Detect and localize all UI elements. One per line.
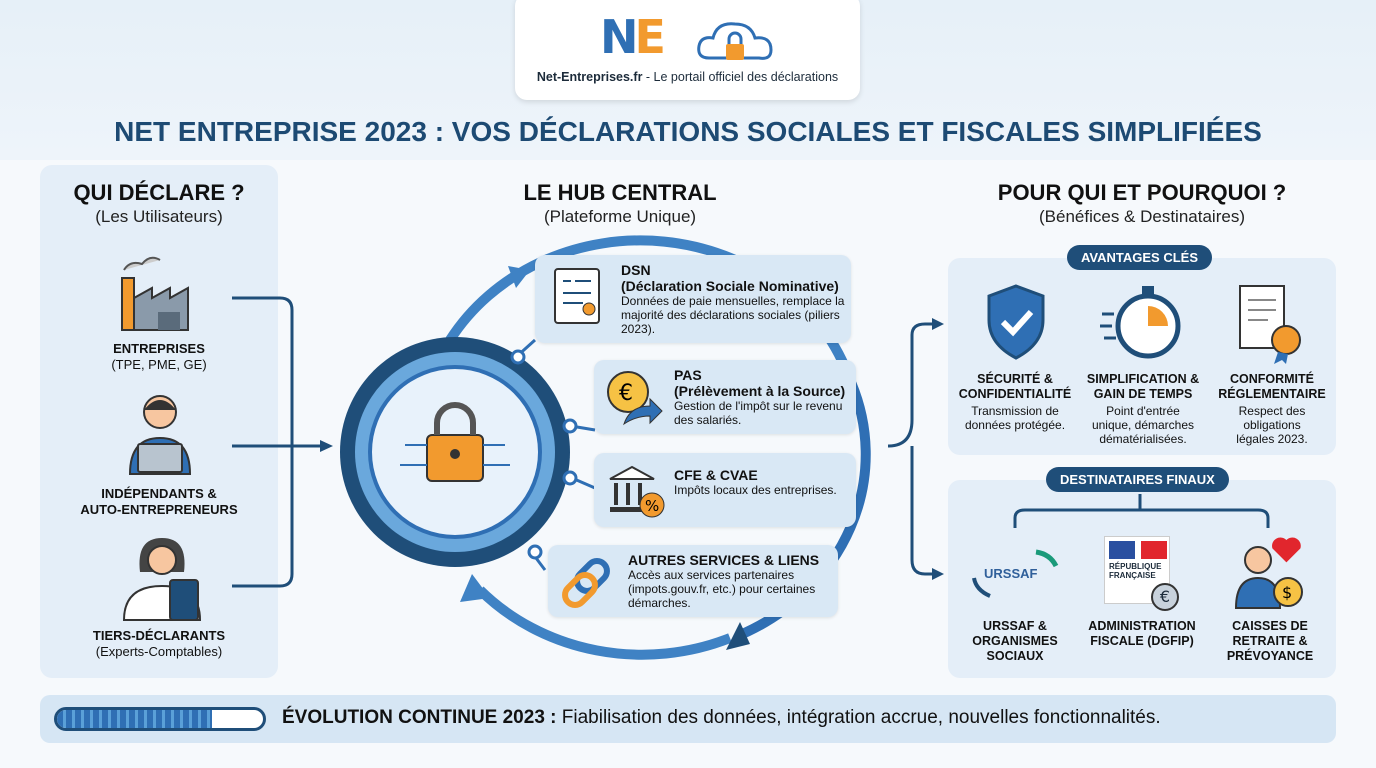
freelancer-laptop-icon xyxy=(128,395,192,475)
factory-icon xyxy=(121,256,189,331)
service-desc: Données de paie mensuelles, remplace la … xyxy=(621,294,845,336)
certificate-badge-icon xyxy=(1239,285,1301,364)
service-title: CFE & CVAE xyxy=(674,467,758,483)
stopwatch-icon xyxy=(1100,286,1181,359)
advantage-title: CONFORMITÉ RÉGLEMENTAIRE xyxy=(1218,372,1326,401)
advantage-conformite: CONFORMITÉ RÉGLEMENTAIRE Respect des obl… xyxy=(1210,372,1334,446)
benefits-subtitle: (Bénéfices & Destinataires) xyxy=(1039,207,1245,226)
service-title: DSN xyxy=(621,262,651,278)
svg-text:$: $ xyxy=(1282,583,1292,602)
evolution-label: ÉVOLUTION CONTINUE 2023 : xyxy=(282,707,557,728)
hub-subtitle: (Plateforme Unique) xyxy=(543,207,697,226)
service-subtitle: (Déclaration Sociale Nominative) xyxy=(621,278,839,294)
evolution-text: Fiabilisation des données, intégration a… xyxy=(556,707,1161,728)
svg-text:€: € xyxy=(619,381,633,406)
logo-card: NE Net-Entreprises.fr - Le portail offic… xyxy=(515,0,860,100)
advantage-title: SIMPLIFICATION & GAIN DE TEMPS xyxy=(1086,372,1200,401)
service-desc: Impôts locaux des entreprises. xyxy=(674,483,837,497)
evolution-progress-bar xyxy=(54,707,266,731)
user-entreprises: ENTREPRISES(TPE, PME, GE) xyxy=(40,341,278,373)
service-dsn[interactable]: DSN (Déclaration Sociale Nominative) Don… xyxy=(535,255,851,343)
document-certificate-icon xyxy=(554,268,600,324)
advantage-title: SÉCURITÉ & CONFIDENTIALITÉ xyxy=(958,372,1072,401)
service-autres[interactable]: AUTRES SERVICES & LIENS Accès aux servic… xyxy=(548,545,838,617)
user-tiers-declarants: TIERS-DÉCLARANTS(Experts-Comptables) xyxy=(40,628,278,660)
tagline: - Le portail officiel des déclarations xyxy=(642,70,839,84)
service-title: AUTRES SERVICES & LIENS xyxy=(628,552,820,568)
user-independants: INDÉPENDANTS &AUTO-ENTREPRENEURS xyxy=(40,486,278,518)
euro-coin-arrow-icon: € xyxy=(607,371,663,426)
advantage-desc: Transmission de données protégée. xyxy=(964,404,1066,432)
user-sub: AUTO-ENTREPRENEURS xyxy=(80,502,238,517)
cloud-lock-icon xyxy=(697,22,773,60)
republique-francaise-logo: RÉPUBLIQUE FRANÇAISE € xyxy=(1104,536,1179,611)
page-title: NET ENTREPRISE 2023 : VOS DÉCLARATIONS S… xyxy=(114,116,1262,147)
service-desc: Gestion de l'impôt sur le revenu des sal… xyxy=(674,399,843,427)
net-entreprises-logo: NE xyxy=(600,10,666,64)
hub-cycle-ring xyxy=(340,235,871,660)
advantage-securite: SÉCURITÉ & CONFIDENTIALITÉ Transmission … xyxy=(952,372,1078,432)
recipient-title: CAISSES DE RETRAITE & PRÉVOYANCE xyxy=(1226,619,1314,663)
advantage-desc: Respect des obligations légales 2023. xyxy=(1236,404,1308,446)
users-subtitle: (Les Utilisateurs) xyxy=(95,207,223,226)
urssaf-logo: URSSAF xyxy=(972,549,1059,598)
user-title: TIERS-DÉCLARANTS xyxy=(92,628,226,643)
service-desc: Accès aux services partenaires (impots.g… xyxy=(628,568,816,610)
hub-title: LE HUB CENTRAL xyxy=(523,180,717,205)
users-title: QUI DÉCLARE ? xyxy=(73,180,245,205)
svg-text:%: % xyxy=(645,497,659,515)
advantage-desc: Point d'entrée unique, démarches dématér… xyxy=(1091,404,1195,446)
site-name[interactable]: Net-Entreprises.fr xyxy=(536,70,643,84)
recipients-label: DESTINATAIRES FINAUX xyxy=(1046,467,1229,492)
svg-text:URSSAF: URSSAF xyxy=(984,566,1038,581)
bank-percent-icon: % xyxy=(609,465,665,518)
shield-check-icon xyxy=(987,284,1045,360)
advantages-label: AVANTAGES CLÉS xyxy=(1067,245,1213,270)
advantage-simplification: SIMPLIFICATION & GAIN DE TEMPS Point d'e… xyxy=(1080,372,1206,446)
euro-icon: € xyxy=(1151,583,1179,611)
service-pas[interactable]: € PAS (Prélèvement à la Source) Gestion … xyxy=(594,360,856,434)
user-sub: (TPE, PME, GE) xyxy=(111,357,207,372)
person-heart-coin-icon: $ xyxy=(1234,537,1303,609)
benefits-title: POUR QUI ET POURQUOI ? xyxy=(997,180,1287,205)
progress-fill xyxy=(57,710,212,728)
recipient-title: URSSAF & ORGANISMES SOCIAUX xyxy=(972,619,1058,663)
user-sub: (Experts-Comptables) xyxy=(95,644,223,659)
evolution-banner: ÉVOLUTION CONTINUE 2023 : Fiabilisation … xyxy=(40,695,1336,743)
chain-link-icon xyxy=(562,558,610,608)
accountant-calculator-icon xyxy=(122,538,202,621)
user-title: INDÉPENDANTS & xyxy=(101,486,217,501)
user-title: ENTREPRISES xyxy=(113,341,205,356)
service-cfe-cvae[interactable]: % CFE & CVAE Impôts locaux des entrepris… xyxy=(594,453,856,527)
service-title: PAS xyxy=(674,367,702,383)
recipient-title: ADMINISTRATION FISCALE (DGFIP) xyxy=(1088,619,1196,648)
service-subtitle: (Prélèvement à la Source) xyxy=(674,383,846,399)
republique-logo-text: RÉPUBLIQUE FRANÇAISE xyxy=(1109,562,1162,580)
padlock-circuit-icon xyxy=(400,402,510,482)
